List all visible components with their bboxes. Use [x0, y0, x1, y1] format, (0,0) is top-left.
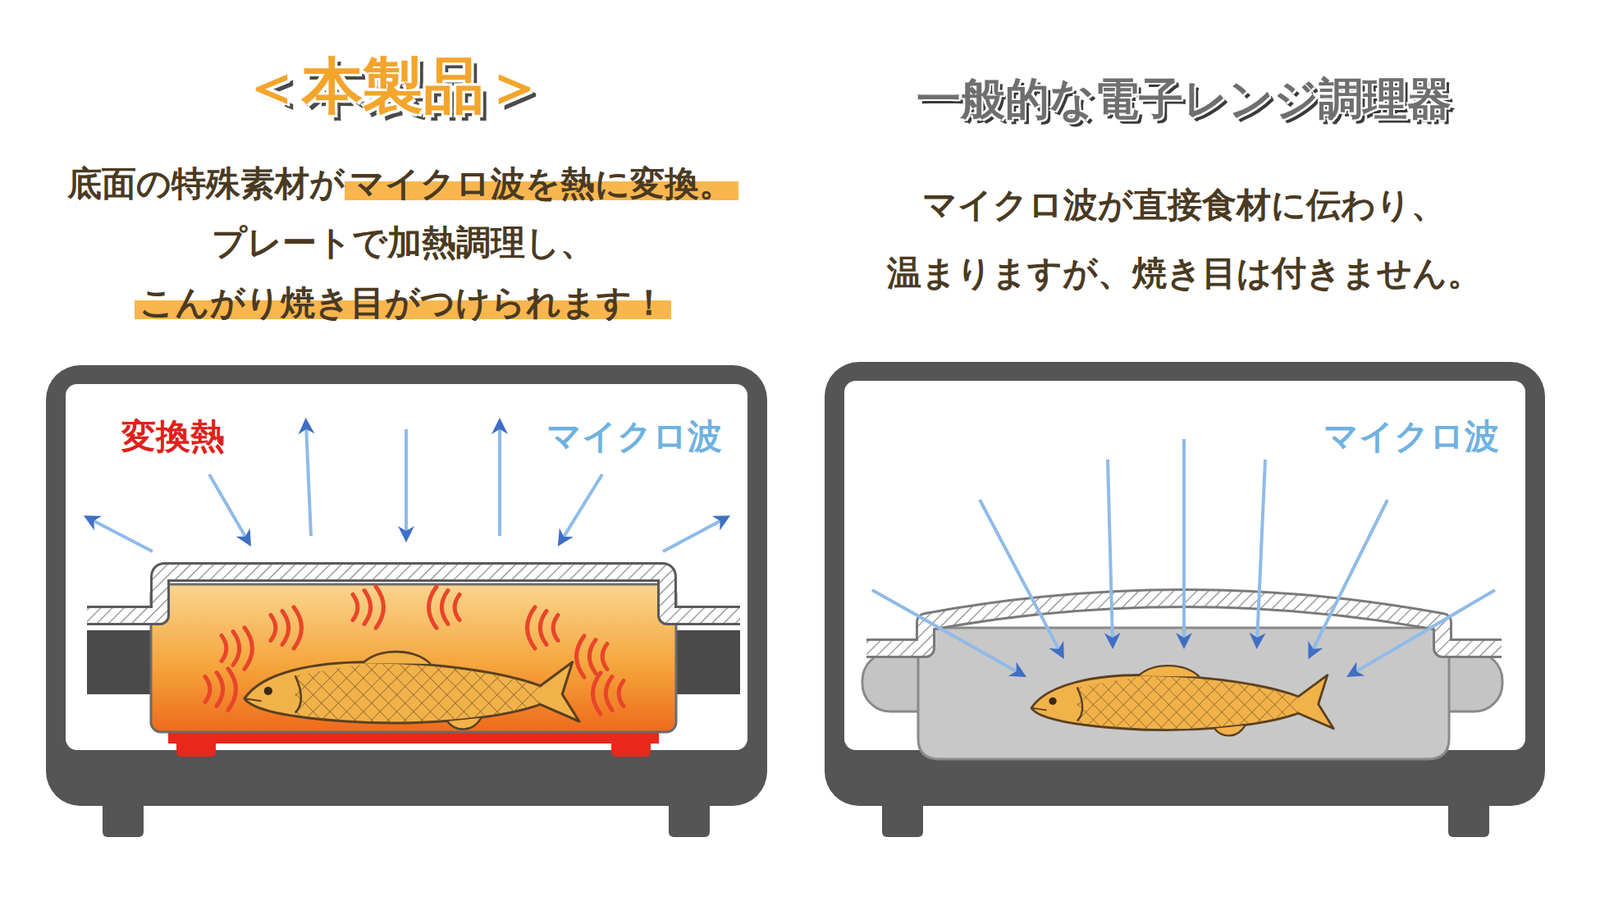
microwave-arrow: [1182, 438, 1186, 643]
heading: ＜本製品＞: [241, 50, 545, 121]
heat-wave: [454, 594, 460, 620]
heat-wave: [205, 676, 211, 702]
microwave-arrow: [1257, 459, 1266, 643]
microwave-arrows: [89, 424, 1495, 674]
heat-wave: [221, 635, 227, 661]
microwave-arrow: [1352, 589, 1495, 674]
description-text: プレートで加熱調理し、: [211, 222, 595, 263]
heat-wave: [293, 607, 302, 649]
microwave-housing: マイクロ波: [824, 361, 1546, 806]
heat-wave: [539, 611, 547, 645]
microwave-right: [824, 361, 1546, 837]
heat-wave: [553, 614, 558, 640]
heat-wave: [282, 611, 289, 645]
text-row: 一般的な電子レンジ調理器: [916, 73, 1452, 127]
microwave-arrow: [662, 518, 725, 552]
description-text: マイクロ波を熱に変換。: [344, 163, 739, 204]
heat-wave: [375, 586, 384, 628]
description-text: こんがり焼き目がつけられます！: [134, 282, 672, 323]
heat-wave: [589, 640, 596, 674]
heat-wave: [602, 643, 608, 669]
description-text: 底面の特殊素材が: [67, 163, 345, 204]
text-row: ＜本製品＞: [241, 49, 545, 123]
microwave-left: [45, 365, 768, 837]
heat-wave: [429, 586, 437, 628]
text-row: プレートで加熱調理し、: [211, 222, 595, 264]
heat-wave: [216, 672, 224, 707]
microwave-arrow: [306, 424, 311, 536]
microwave-arrow: [498, 424, 502, 536]
heat-wave: [233, 631, 240, 666]
wave-label: マイクロ波: [546, 413, 723, 460]
microwave-arrow: [1107, 459, 1113, 643]
microwave-arrow: [979, 499, 1061, 654]
heat-wave: [593, 672, 601, 714]
heat-wave: [228, 668, 236, 710]
text-row: マイクロ波が直接食材に伝わり、 温まりますが、焼き目は付きません。: [872, 174, 1496, 311]
microwave-housing: 変換熱 マイクロ波: [45, 365, 768, 806]
description-text: マイクロ波が直接食材に伝わり、 温まりますが、焼き目は付きません。: [886, 184, 1482, 293]
heat-wave: [576, 635, 585, 677]
microwave-arrow: [404, 429, 408, 536]
heat-wave: [441, 590, 448, 625]
heat-wave: [527, 607, 535, 649]
heat-wave: [352, 594, 358, 620]
heat-wave: [364, 590, 371, 625]
heat-wave: [270, 614, 276, 640]
wave-label: マイクロ波: [1323, 413, 1500, 460]
microwave-arrow: [561, 474, 603, 541]
heat-wave: [244, 627, 252, 669]
text-row: こんがり焼き目がつけられます！: [134, 282, 672, 324]
microwave-arrow: [872, 589, 1021, 674]
heat-label: 変換熱: [121, 413, 225, 460]
heat-wave: [618, 680, 624, 706]
microwave-arrow: [89, 518, 153, 552]
microwave-arrow: [209, 474, 248, 541]
heading: 一般的な電子レンジ調理器: [916, 73, 1452, 125]
heat-wave: [605, 676, 613, 711]
text-row: 底面の特殊素材がマイクロ波を熱に変換。: [67, 163, 739, 205]
microwave-arrow: [1311, 499, 1388, 654]
